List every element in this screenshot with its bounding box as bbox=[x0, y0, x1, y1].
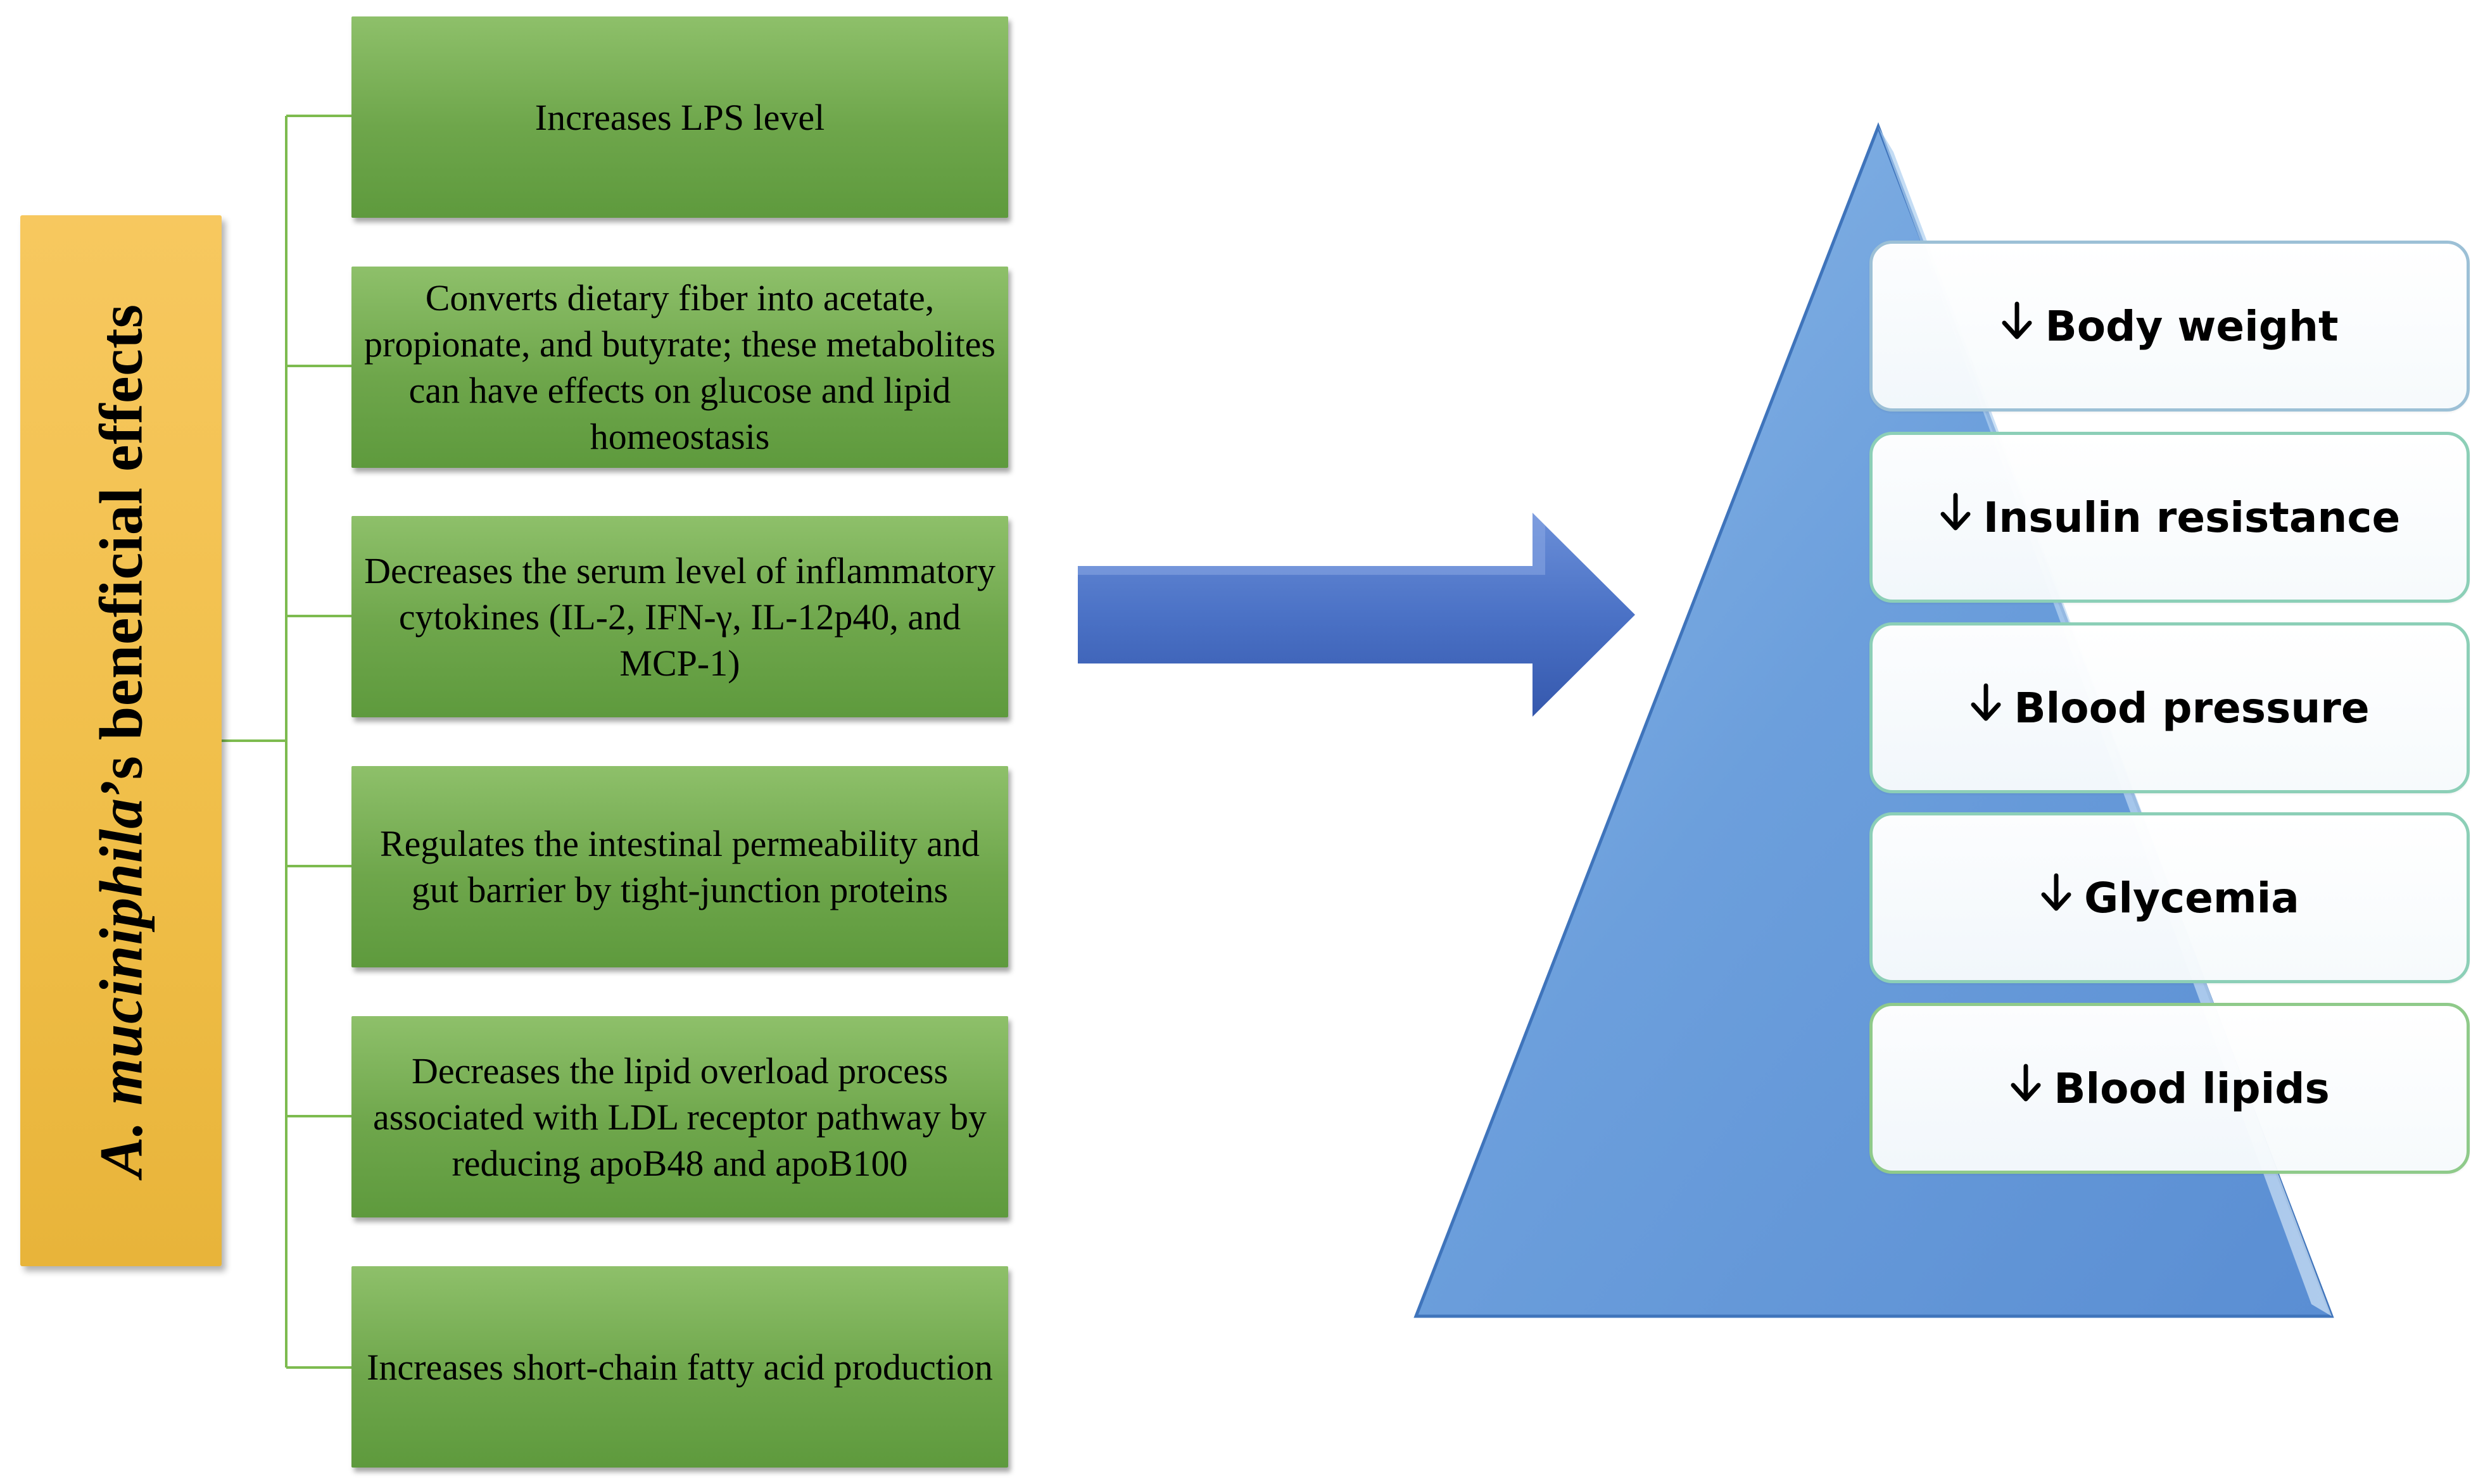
effect-text: Regulates the intestinal permeability an… bbox=[379, 823, 980, 910]
title-bar: A. muciniphila’s beneficial effects bbox=[20, 215, 222, 1266]
arrow-down-icon bbox=[2009, 1064, 2042, 1113]
outcome-label: Insulin resistance bbox=[1939, 493, 2401, 542]
arrow-down-icon bbox=[1939, 493, 1972, 542]
arrow-down-icon bbox=[2000, 301, 2033, 351]
outcome-body-weight: Body weight bbox=[1869, 241, 2470, 412]
outcome-text: Body weight bbox=[2045, 301, 2339, 351]
effect-text: Increases short-chain fatty acid product… bbox=[367, 1346, 993, 1388]
effect-text: Converts dietary fiber into acetate, pro… bbox=[364, 277, 995, 457]
outcome-label: Glycemia bbox=[2040, 873, 2299, 922]
effect-box-scfa: Increases short-chain fatty acid product… bbox=[351, 1266, 1008, 1468]
outcome-glycemia: Glycemia bbox=[1869, 812, 2470, 983]
effect-box-lps: Increases LPS level bbox=[351, 16, 1008, 218]
arrow-down-icon bbox=[1969, 683, 2002, 733]
outcome-label: Body weight bbox=[2000, 301, 2339, 351]
outcome-text: Glycemia bbox=[2084, 873, 2299, 922]
effect-box-permeability: Regulates the intestinal permeability an… bbox=[351, 766, 1008, 967]
outcome-label: Blood pressure bbox=[1969, 683, 2370, 733]
outcome-insulin-resistance: Insulin resistance bbox=[1869, 432, 2470, 603]
outcome-blood-lipids: Blood lipids bbox=[1869, 1003, 2470, 1174]
effect-box-dietary-fiber: Converts dietary fiber into acetate, pro… bbox=[351, 267, 1008, 468]
effect-box-cytokines: Decreases the serum level of inflammator… bbox=[351, 516, 1008, 717]
outcome-text: Insulin resistance bbox=[1983, 493, 2401, 542]
outcome-label: Blood lipids bbox=[2009, 1064, 2330, 1113]
right-arrow-icon bbox=[1078, 513, 1635, 717]
effect-text: Decreases the lipid overload process ass… bbox=[372, 1050, 987, 1184]
outcome-blood-pressure: Blood pressure bbox=[1869, 622, 2470, 793]
arrow-down-icon bbox=[2040, 873, 2073, 922]
effect-text: Decreases the serum level of inflammator… bbox=[364, 550, 995, 684]
effect-box-lipid-overload: Decreases the lipid overload process ass… bbox=[351, 1016, 1008, 1217]
outcome-text: Blood lipids bbox=[2054, 1064, 2330, 1113]
arrow-highlight bbox=[1078, 513, 1545, 575]
effect-text: Increases LPS level bbox=[534, 96, 825, 138]
outcome-text: Blood pressure bbox=[2014, 683, 2370, 733]
